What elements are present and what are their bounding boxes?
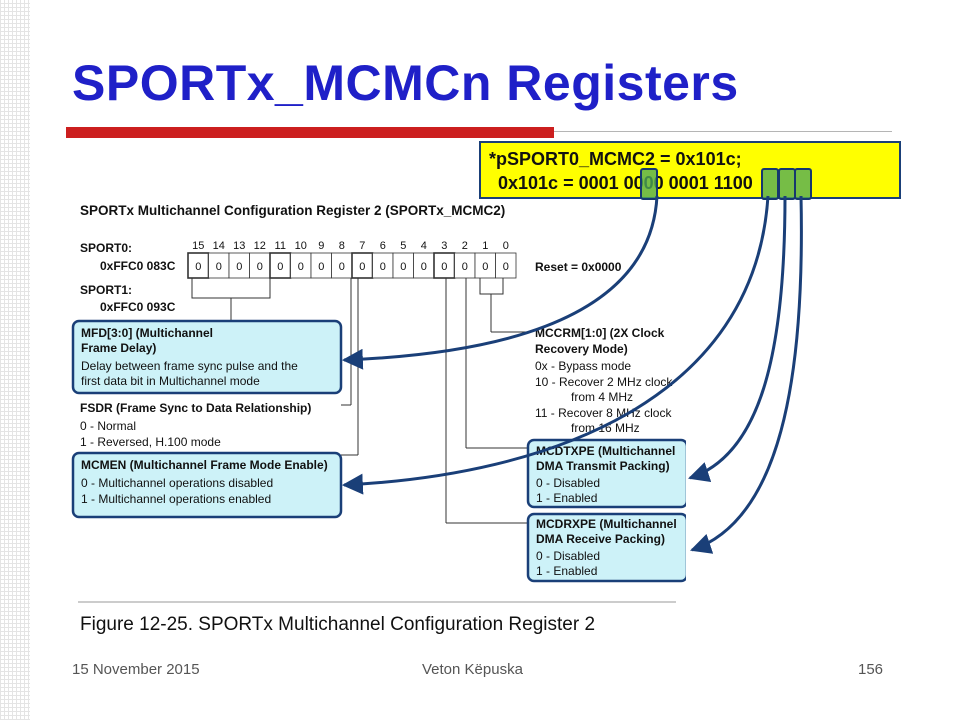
register-value-callout: *pSPORT0_MCMC2 = 0x101c; 0x101c = 0001 0… xyxy=(479,141,901,199)
fsdr-title: FSDR (Frame Sync to Data Relationship) xyxy=(80,401,311,415)
bit-value-0: 0 xyxy=(503,261,509,273)
bit-value-8: 0 xyxy=(339,261,345,273)
bit-number-11: 11 xyxy=(275,240,286,252)
mccrm-title-line1: MCCRM[1:0] (2X Clock xyxy=(535,326,665,340)
bit-number-10: 10 xyxy=(295,240,307,252)
mcdtxpe-option-0: 0 - Disabled xyxy=(536,476,600,490)
register-diagram: SPORTx Multichannel Configuration Regist… xyxy=(71,203,689,635)
bit-number-13: 13 xyxy=(233,240,245,252)
title-underline-bar xyxy=(66,127,554,138)
register-figure: SPORTx Multichannel Configuration Regist… xyxy=(68,190,689,645)
bit-value-row: 0 0 0 0 0 0 0 0 0 0 0 0 0 0 0 0 xyxy=(187,252,517,279)
mcmen-title: MCMEN (Multichannel Frame Mode Enable) xyxy=(81,458,328,472)
bit-number-14: 14 xyxy=(213,240,225,252)
mccrm-title-line2: Recovery Mode) xyxy=(535,342,628,356)
bit-number-3: 3 xyxy=(441,240,447,252)
bit-value-11: 0 xyxy=(277,261,283,273)
title-rule-line xyxy=(554,131,892,132)
mcmen-box xyxy=(71,451,343,519)
bit12-highlight xyxy=(640,168,658,200)
bit-value-12: 0 xyxy=(257,261,263,273)
figure-heading: SPORTx Multichannel Configuration Regist… xyxy=(80,203,505,218)
bit-number-12: 12 xyxy=(254,240,266,252)
slide-title: SPORTx_MCMCn Registers xyxy=(72,55,739,111)
sport1-label: SPORT1: xyxy=(80,283,132,297)
sport0-address: 0xFFC0 083C xyxy=(100,259,176,273)
reset-value: Reset = 0x0000 xyxy=(535,260,622,274)
mccrm-option-bypass: 0x - Bypass mode xyxy=(535,359,631,373)
bit-value-10: 0 xyxy=(298,261,304,273)
figure-caption: Figure 12-25. SPORTx Multichannel Config… xyxy=(80,614,595,635)
callout-assignment: *pSPORT0_MCMC2 = 0x101c; xyxy=(489,149,742,169)
arrow-to-mcdrxpe xyxy=(690,195,803,554)
background-pattern xyxy=(0,0,30,720)
mfd-title-line2: Frame Delay) xyxy=(81,341,156,355)
mcdrxpe-option-1: 1 - Enabled xyxy=(536,564,597,578)
sport1-address: 0xFFC0 093C xyxy=(100,300,176,314)
bit4-highlight xyxy=(761,168,779,200)
arrow-to-mcdtxpe xyxy=(688,195,787,483)
mcmen-option-1: 1 - Multichannel operations enabled xyxy=(81,492,271,506)
callout-binary: 0x101c = 0001 0000 0001 1100 xyxy=(498,173,753,193)
mcdtxpe-title-line2: DMA Transmit Packing) xyxy=(536,459,670,473)
footer-date: 15 November 2015 xyxy=(72,661,200,678)
mcmen-option-0: 0 - Multichannel operations disabled xyxy=(81,476,273,490)
bit-value-7: 0 xyxy=(359,261,365,273)
bit-number-1: 1 xyxy=(482,240,488,252)
sport0-label: SPORT0: xyxy=(80,241,132,255)
bit-number-15: 15 xyxy=(192,240,204,252)
fsdr-option-1: 1 - Reversed, H.100 mode xyxy=(80,435,221,449)
mcdtxpe-option-1: 1 - Enabled xyxy=(536,491,597,505)
bit-value-6: 0 xyxy=(380,261,386,273)
mfd-desc-line1: Delay between frame sync pulse and the xyxy=(81,359,298,373)
mcdtxpe-title-line1: MCDTXPE (Multichannel xyxy=(536,444,675,458)
mfd-desc-line2: first data bit in Multichannel mode xyxy=(81,374,260,388)
bit-value-9: 0 xyxy=(318,261,324,273)
mcdrxpe-title-line1: MCDRXPE (Multichannel xyxy=(536,517,677,531)
bit-number-9: 9 xyxy=(318,240,324,252)
bit-number-0: 0 xyxy=(503,240,509,252)
bit-number-2: 2 xyxy=(462,240,468,252)
bit2-highlight xyxy=(794,168,812,200)
bit-value-1: 0 xyxy=(482,261,488,273)
bit-value-13: 0 xyxy=(236,261,242,273)
bit-number-4: 4 xyxy=(421,240,427,252)
bit-value-4: 0 xyxy=(421,261,427,273)
bit-value-2: 0 xyxy=(462,261,468,273)
mcdrxpe-title-line2: DMA Receive Packing) xyxy=(536,532,665,546)
bit-value-15: 0 xyxy=(195,261,201,273)
bit-number-6: 6 xyxy=(380,240,386,252)
mccrm-option-8mhz: 11 - Recover 8 MHz clock xyxy=(535,406,672,420)
footer-page-number: 156 xyxy=(858,661,884,678)
bit-number-8: 8 xyxy=(339,240,345,252)
bit-value-5: 0 xyxy=(400,261,406,273)
mfd-box xyxy=(71,319,343,395)
mccrm-option-2mhz: 10 - Recover 2 MHz clock xyxy=(535,375,673,389)
mcdrxpe-option-0: 0 - Disabled xyxy=(536,549,600,563)
mfd-title-line1: MFD[3:0] (Multichannel xyxy=(81,326,213,340)
bit-number-7: 7 xyxy=(359,240,365,252)
mccrm-option-8mhz-source: from 16 MHz xyxy=(571,421,640,435)
bit-number-5: 5 xyxy=(400,240,406,252)
footer-author: Veton Këpuska xyxy=(422,661,523,678)
bit-value-14: 0 xyxy=(216,261,222,273)
fsdr-option-0: 0 - Normal xyxy=(80,419,136,433)
mccrm-option-2mhz-source: from 4 MHz xyxy=(571,390,633,404)
bit-value-3: 0 xyxy=(441,261,447,273)
